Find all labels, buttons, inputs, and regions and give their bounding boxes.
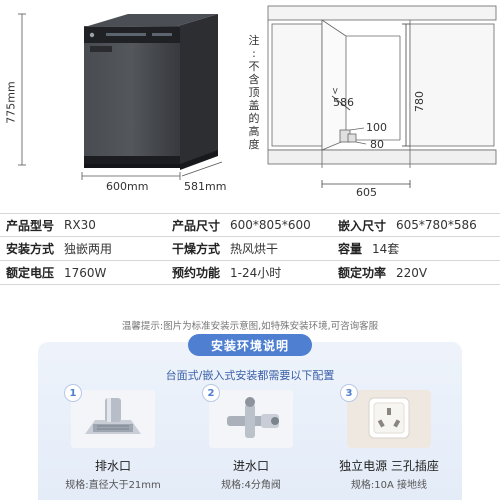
cabinet-gap-100-label: 100 (366, 121, 387, 134)
dimension-lines (18, 5, 497, 188)
note-char: : (252, 47, 256, 60)
item-spec: 规格:10A 接地线 (350, 480, 428, 491)
note-char: 盖 (248, 99, 260, 112)
note-char: 含 (248, 73, 260, 86)
cabinet-width-label: 605 (356, 186, 377, 199)
install-item-drain: 1 排水口 规格:直径大于21mm (58, 384, 168, 491)
note-char: 注 (248, 34, 260, 47)
panel-subtitle: 台面式/嵌入式安装都需要以下配置 (165, 369, 335, 382)
panel-title: 安装环境说明 (188, 334, 312, 356)
height-note: 注 : 不 含 顶 盖 的 高 度 (246, 34, 262, 151)
item-spec: 规格:4分角阀 (221, 480, 281, 491)
note-char: 不 (248, 60, 260, 73)
note-char: 高 (248, 125, 260, 138)
angle-valve-icon (209, 390, 293, 448)
install-item-inlet: 2 进水口 规格:4分角阀 (196, 384, 306, 491)
dishwasher-image (84, 14, 218, 170)
depth-dimension: 581mm (184, 180, 227, 193)
product-illustration: 775mm (0, 0, 500, 205)
spec-cell-drying: 干燥方式热风烘干 (172, 242, 279, 256)
item-number-badge: 3 (340, 384, 358, 402)
three-hole-socket-icon (347, 390, 431, 448)
note-char: 顶 (248, 86, 260, 99)
cabinet-depth-label: 586 (333, 96, 354, 109)
note-char: 度 (248, 138, 260, 151)
item-spec: 规格:直径大于21mm (65, 480, 161, 491)
item-number-badge: 1 (64, 384, 82, 402)
item-title: 进水口 (232, 459, 269, 473)
item-number-badge: 2 (202, 384, 220, 402)
cabinet-height-label: 780 (413, 91, 426, 112)
install-tip: 温馨提示:图片为标准安装示意图,如特殊安装环境,可咨询客服 (121, 321, 379, 332)
cabinet-depth-arrow-label: < (330, 87, 341, 95)
note-char: 的 (248, 112, 260, 125)
floor-drain-icon (71, 390, 155, 448)
install-environment-panel: 安装环境说明 台面式/嵌入式安装都需要以下配置 1 排水口 规格:直径大于21m… (38, 334, 462, 500)
item-title: 独立电源 三孔插座 (339, 459, 439, 473)
cabinet-drawing (267, 5, 497, 188)
cabinet-gap-80-label: 80 (370, 138, 384, 151)
spec-cell-install: 安装方式独嵌两用 (6, 242, 113, 256)
install-item-power: 3 独立电源 三孔插座 规格:10A 接地线 (334, 384, 444, 491)
width-dimension: 600mm (106, 180, 149, 193)
item-title: 排水口 (94, 459, 131, 473)
